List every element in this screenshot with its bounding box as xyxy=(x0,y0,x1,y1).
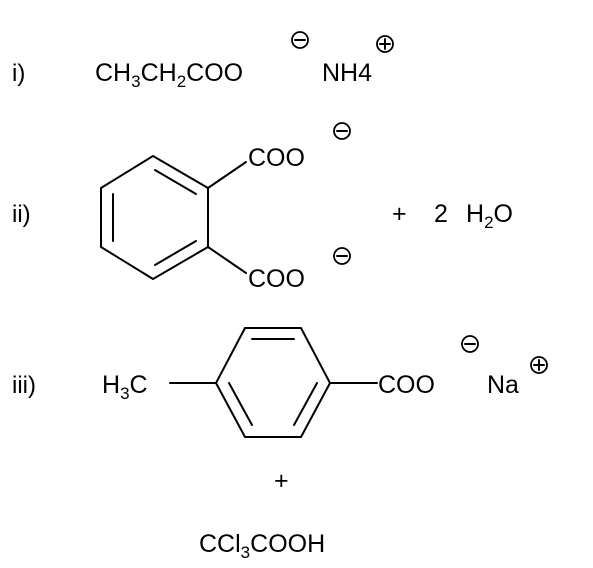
item-ii-plus: + xyxy=(392,200,407,228)
item-iii-label: iii) xyxy=(12,372,36,399)
item-i-anion-minus-charge xyxy=(291,31,309,49)
item-iii-minus-charge xyxy=(461,335,479,353)
item-ii-top-minus-charge xyxy=(333,122,351,140)
item-ii-label: ii) xyxy=(12,201,31,228)
item-iii-methyl: H3C xyxy=(102,371,148,403)
item-ii-water: H2O xyxy=(466,200,513,232)
item-iii-group: COO xyxy=(378,371,435,399)
item-i-cation-plus-charge xyxy=(376,35,394,53)
item-ii-bottom-group: COO xyxy=(248,265,305,293)
item-ii-coefficient: 2 xyxy=(434,200,448,228)
item-ii-top-group: COO xyxy=(248,144,305,172)
item-ii: ii) COO COO + 2 H2O xyxy=(12,122,513,293)
benzene-ring-ii xyxy=(100,155,247,280)
item-i-label: i) xyxy=(12,60,25,87)
item-iii-acid: CCl3COOH xyxy=(199,530,325,562)
item-ii-bottom-minus-charge xyxy=(333,247,351,265)
item-i-anion-formula: CH3CH2COO xyxy=(95,59,243,91)
benzene-ring-iii xyxy=(169,327,378,438)
item-i-cation: NH4 xyxy=(322,59,372,87)
item-iii-cation: Na xyxy=(487,371,519,399)
item-iii-plus: + xyxy=(274,467,289,495)
item-iii: iii) H3C COO Na + CCl3COOH xyxy=(12,327,548,562)
item-i: i) CH3CH2COO NH4 xyxy=(12,31,394,91)
item-iii-plus-charge xyxy=(530,356,548,374)
